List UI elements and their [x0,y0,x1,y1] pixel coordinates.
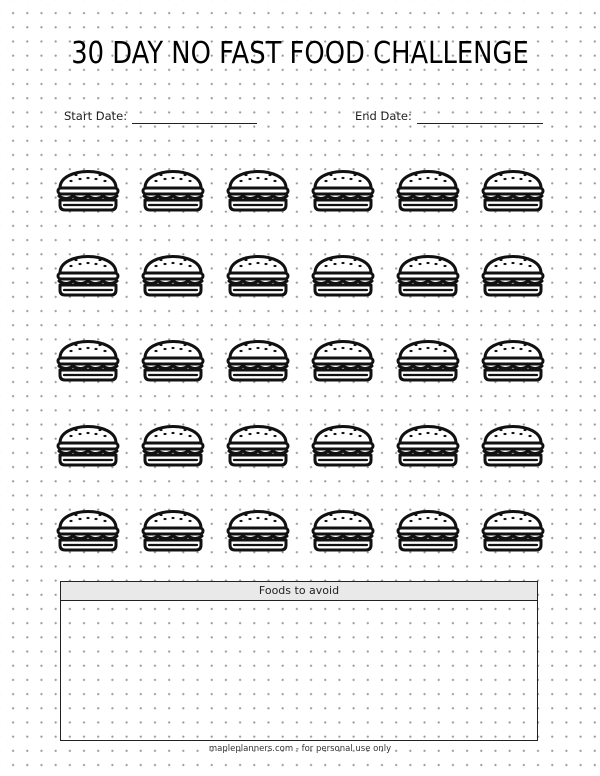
burger-icon[interactable] [479,156,547,224]
burger-icon[interactable] [224,156,292,224]
start-date-line [132,113,258,124]
burger-icon[interactable] [54,156,122,224]
page-title: 30 DAY NO FAST FOOD CHALLENGE [71,36,529,71]
burger-icon[interactable] [139,156,207,224]
burger-icon[interactable] [224,496,292,564]
burger-icon[interactable] [139,411,207,479]
burger-icon[interactable] [139,326,207,394]
burger-icon[interactable] [54,496,122,564]
burger-icon[interactable] [309,156,377,224]
burger-icon[interactable] [479,496,547,564]
burger-icon[interactable] [309,411,377,479]
burger-icon[interactable] [479,241,547,309]
burger-icon[interactable] [54,411,122,479]
burger-tracker-grid [54,156,547,564]
footer-credit: mapleplanners.com - for personal use onl… [208,744,392,754]
end-date-line [416,113,543,124]
end-date-label: End Date: [355,109,412,123]
burger-icon[interactable] [139,241,207,309]
burger-icon[interactable] [224,411,292,479]
burger-icon[interactable] [309,496,377,564]
burger-icon[interactable] [394,411,462,479]
burger-icon[interactable] [394,241,462,309]
start-date-label: Start Date: [64,109,128,123]
burger-icon[interactable] [54,241,122,309]
burger-icon[interactable] [139,496,207,564]
burger-icon[interactable] [394,156,462,224]
burger-icon[interactable] [309,241,377,309]
burger-icon[interactable] [224,326,292,394]
foods-to-avoid-box[interactable]: Foods to avoid [60,581,538,741]
foods-to-avoid-heading: Foods to avoid [61,582,537,601]
burger-icon[interactable] [309,326,377,394]
burger-icon[interactable] [394,496,462,564]
burger-icon[interactable] [394,326,462,394]
burger-icon[interactable] [54,326,122,394]
end-date-field[interactable]: End Date: [355,108,543,124]
burger-icon[interactable] [479,326,547,394]
burger-icon[interactable] [224,241,292,309]
burger-icon[interactable] [479,411,547,479]
start-date-field[interactable]: Start Date: [64,108,258,124]
